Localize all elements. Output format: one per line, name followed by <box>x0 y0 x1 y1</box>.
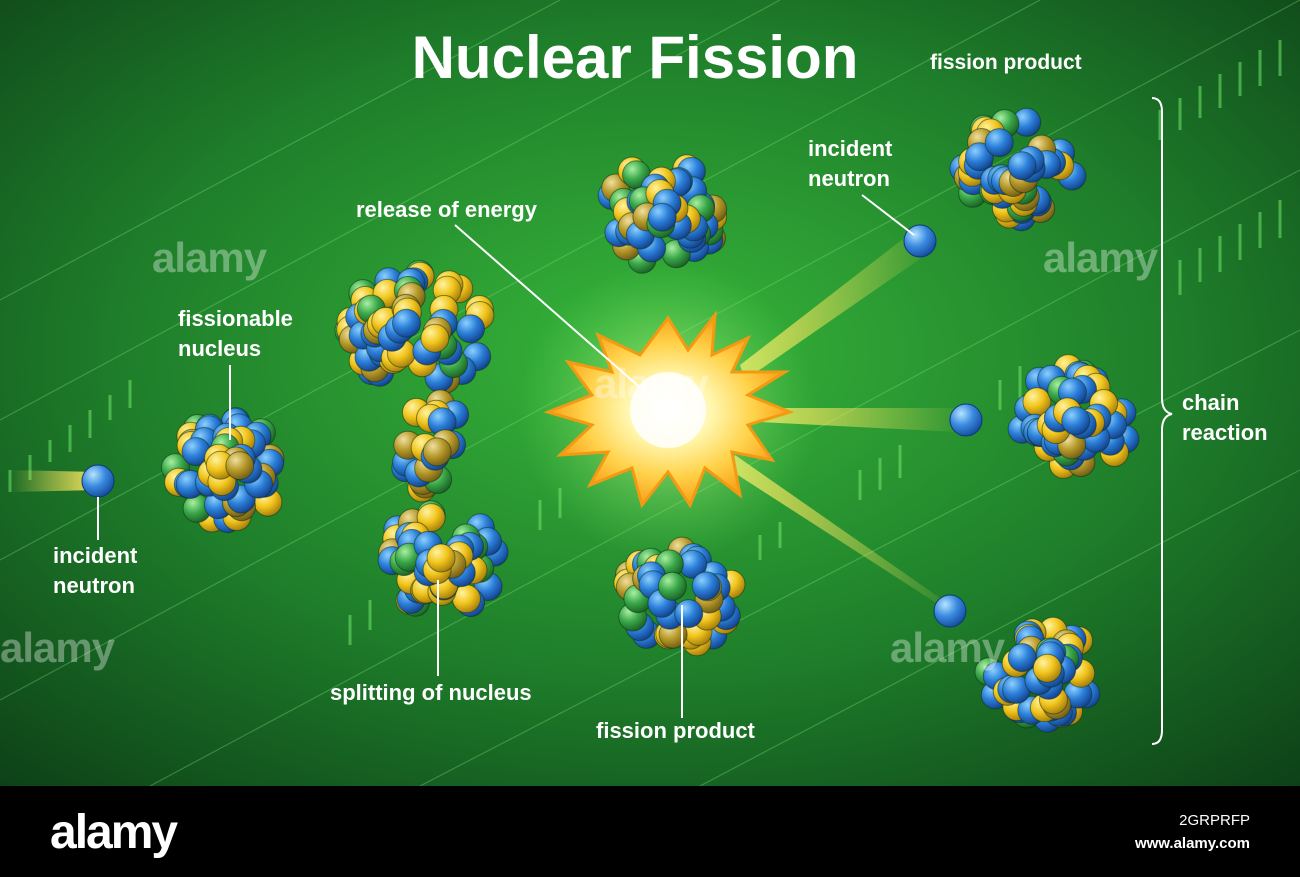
watermark: alamy <box>0 624 115 671</box>
label-incident-neutron-right: incident neutron <box>808 134 892 194</box>
fission-product-bottom-center <box>613 536 746 657</box>
label-fission-product-top: fission product <box>930 51 1082 74</box>
label-line: neutron <box>53 573 135 598</box>
nucleon <box>964 142 994 172</box>
nucleon <box>426 543 456 573</box>
nucleon <box>1007 151 1037 181</box>
fission-product-right-2 <box>1007 354 1140 479</box>
nucleon <box>1007 643 1037 673</box>
released-neutron-middle <box>949 403 983 437</box>
label-line: reaction <box>1182 420 1268 445</box>
nucleon <box>984 128 1014 158</box>
nucleon <box>1061 406 1091 436</box>
leader-lines <box>97 97 1173 745</box>
background-ticks <box>8 40 1282 645</box>
fission-product-top-center <box>597 154 728 274</box>
nucleon <box>647 202 677 232</box>
nucleon <box>392 308 421 338</box>
fissionable-nucleus <box>161 407 285 534</box>
nuclei-group <box>161 107 1140 733</box>
nucleon <box>420 323 450 353</box>
chain-reaction-brace <box>1151 97 1173 745</box>
label-splitting-of-nucleus: splitting of nucleus <box>330 680 532 705</box>
footer-bar <box>0 786 1300 877</box>
splitting-nucleus-top <box>334 260 495 394</box>
label-line: neutron <box>808 166 890 191</box>
footer-site-url[interactable]: www.alamy.com <box>1134 835 1250 852</box>
label-fissionable-nucleus: fissionable nucleus <box>178 304 293 364</box>
released-neutron-lower <box>933 594 967 628</box>
footer-image-id: 2GRPRFP <box>1179 812 1250 829</box>
watermark: alamy <box>890 624 1005 671</box>
label-line: incident <box>808 136 893 161</box>
nucleon <box>422 437 452 467</box>
leader-release-of-energy <box>454 224 661 406</box>
splitting-nucleus-neck <box>391 389 470 503</box>
energy-core <box>630 372 706 448</box>
watermark: alamy <box>1043 234 1158 281</box>
fission-product-right-1 <box>949 107 1087 232</box>
fission-product-right-3 <box>974 616 1101 733</box>
nucleon <box>657 571 687 601</box>
label-line: chain <box>1182 390 1240 415</box>
label-chain-reaction: chain reaction <box>1182 388 1268 448</box>
splitting-nucleus-bottom <box>377 500 509 618</box>
leader-incident-neutron-right <box>861 194 915 236</box>
fission-illustration <box>0 0 1300 786</box>
incident-neutron-left <box>81 464 115 498</box>
incident-neutron-trail <box>10 470 98 492</box>
label-line: fissionable <box>178 306 293 331</box>
nucleon <box>225 451 255 481</box>
label-fission-product-bottom: fission product <box>596 718 755 743</box>
label-incident-neutron-left: incident neutron <box>53 541 137 601</box>
nucleon <box>1032 653 1062 683</box>
label-release-of-energy: release of energy <box>356 197 537 222</box>
nucleon <box>674 599 704 629</box>
nucleon <box>456 314 485 344</box>
nucleon <box>691 571 721 601</box>
label-line: nucleus <box>178 336 262 361</box>
diagram-title: Nuclear Fission <box>411 24 859 91</box>
label-line: incident <box>53 543 138 568</box>
watermark: alamy <box>594 360 709 407</box>
watermark: alamy <box>152 234 267 281</box>
footer-brand-logo: alamy <box>50 806 178 859</box>
